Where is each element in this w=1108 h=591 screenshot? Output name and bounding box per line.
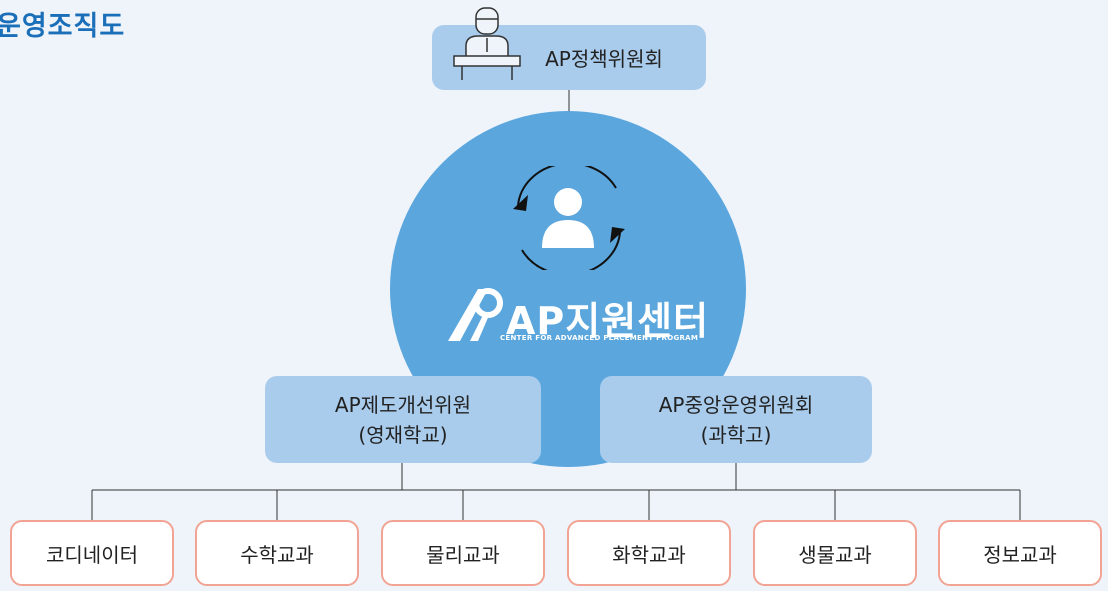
dept-chemistry: 화학교과: [567, 520, 731, 586]
committee-person-icon: [453, 7, 521, 80]
dept-informatics: 정보교과: [938, 520, 1102, 586]
dept-coordinator: 코디네이터: [10, 520, 174, 586]
sub-committee-2-line2: (과학고): [700, 422, 772, 447]
sub-committee-1-line2: (영재학교): [358, 422, 448, 447]
center-subtitle: CENTER FOR ADVANCED PLACEMENT PROGRAM: [500, 334, 699, 342]
cycle-arrows-icon: [513, 166, 625, 270]
sub-committee-box-1: AP제도개선위원 (영재학교): [265, 376, 541, 463]
person-icon: [542, 188, 594, 248]
center-name: AP지원센터: [506, 299, 710, 343]
policy-committee-label: AP정책위원회: [545, 47, 663, 71]
page-title: 운영조직도: [0, 11, 126, 42]
dept-biology: 생물교과: [753, 520, 917, 586]
sub-committee-2-line1: AP중앙운영위원회: [658, 392, 814, 417]
ap-logo-icon: [448, 288, 503, 341]
dept-physics: 물리교과: [381, 520, 545, 586]
sub-committee-box-2: AP중앙운영위원회 (과학고): [600, 376, 872, 463]
dept-math: 수학교과: [195, 520, 359, 586]
sub-committee-1-line1: AP제도개선위원: [334, 392, 472, 417]
